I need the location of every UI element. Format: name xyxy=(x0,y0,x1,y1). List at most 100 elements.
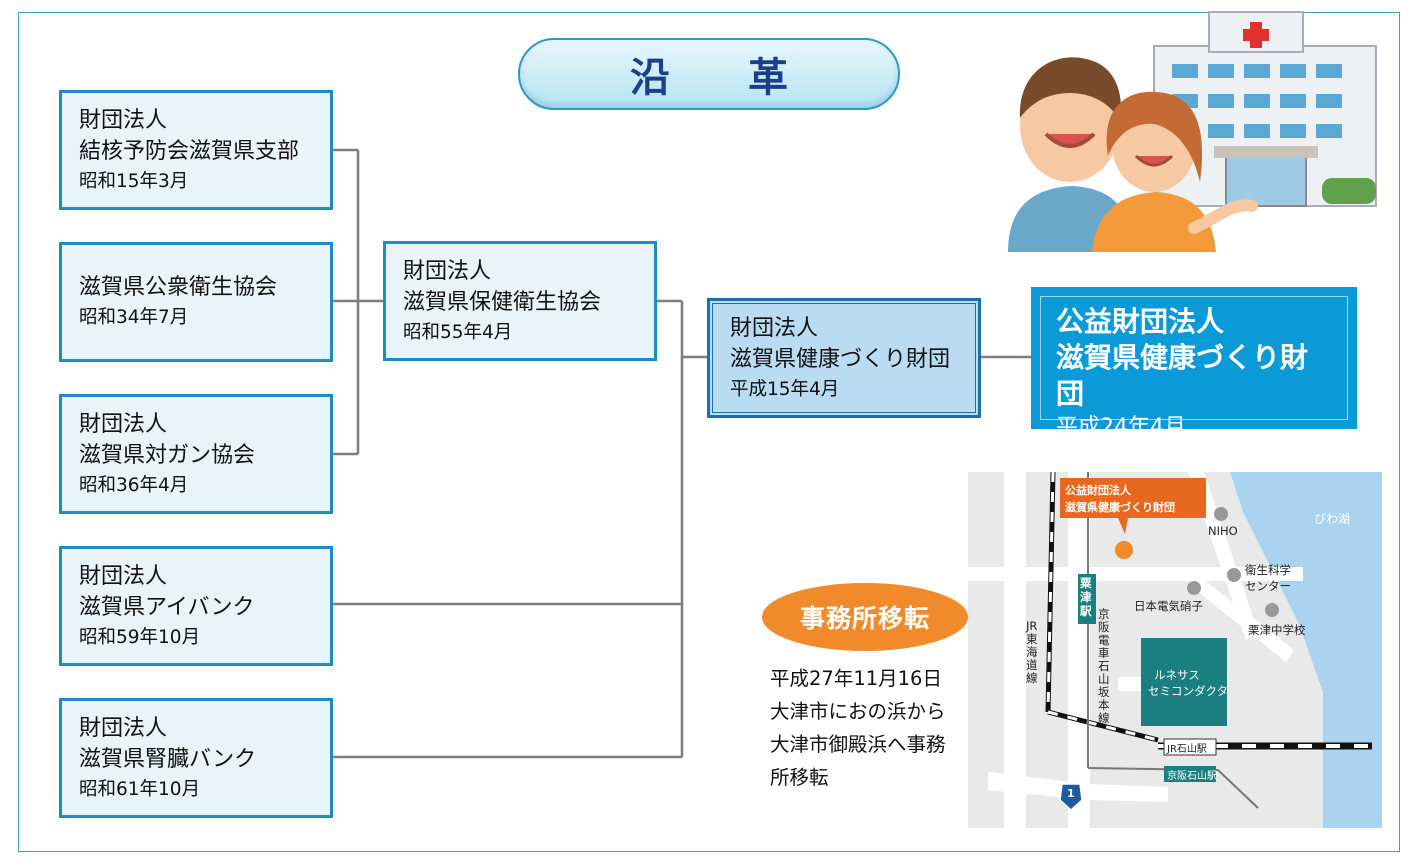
road xyxy=(1068,472,1090,828)
nippon-label: 日本電気硝子 xyxy=(1134,599,1203,613)
relocation-line: 平成27年11月16日 xyxy=(770,667,942,690)
org-type: 財団法人 xyxy=(79,412,168,437)
hospital-illustration xyxy=(1008,11,1377,252)
window xyxy=(1316,94,1342,108)
road xyxy=(1004,472,1026,828)
relocation-line: 所移転 xyxy=(770,766,829,789)
niho-label: NIHO xyxy=(1208,524,1238,538)
woman-hair xyxy=(1106,91,1203,182)
inner-border xyxy=(1040,296,1348,420)
org-box-anti-cancer: 財団法人 滋賀県対ガン協会 昭和36年4月 xyxy=(59,394,333,514)
org-box-public-foundation-2012: 公益財団法人 滋賀県健康づくり財団 平成24年4月 xyxy=(1031,287,1357,440)
org-box-public-health: 滋賀県公衆衛生協会 昭和34年7月 xyxy=(59,242,333,362)
office-marker xyxy=(1115,541,1133,559)
org-name: 滋賀県保健衛生協会 xyxy=(403,290,602,315)
org-type: 財団法人 xyxy=(403,259,492,284)
org-name: 結核予防会滋賀県支部 xyxy=(79,139,300,164)
org-box-eye-bank: 財団法人 滋賀県アイバンク 昭和59年10月 xyxy=(59,546,333,666)
org-name: 滋賀県健康づくり財団 xyxy=(730,347,951,372)
org-date: 平成24年4月 xyxy=(1056,415,1186,440)
office-label-line1: 公益財団法人 xyxy=(1065,484,1131,497)
org-date: 昭和34年7月 xyxy=(79,307,189,328)
jr-line-dash xyxy=(1046,471,1055,713)
relocation-badge: 事務所移転 xyxy=(762,583,968,651)
history-title-text: 沿革 xyxy=(630,55,866,101)
org-box-health-hygiene: 財団法人 滋賀県保健衛生協会 昭和55年4月 xyxy=(383,241,657,361)
window xyxy=(1208,64,1234,78)
poi-dot xyxy=(1187,581,1201,595)
woman-shirt xyxy=(1092,192,1216,252)
jr-ishiyama-sign xyxy=(1163,738,1217,756)
relocation-heading: 事務所移転 xyxy=(799,604,930,633)
poi-dot xyxy=(1214,507,1228,521)
woman-smile xyxy=(1134,154,1174,167)
man-hair xyxy=(1019,57,1122,122)
keihan-ishiyama-label: 京阪石山駅 xyxy=(1167,771,1217,782)
window xyxy=(1280,64,1306,78)
window xyxy=(1244,124,1270,138)
relocation-description: 平成27年11月16日 大津市におの浜から 大津市御殿浜へ事務 所移転 xyxy=(770,662,990,794)
org-box-kidney-bank: 財団法人 滋賀県腎臓バンク 昭和61年10月 xyxy=(59,698,333,818)
window xyxy=(1280,94,1306,108)
jr-line xyxy=(1047,709,1159,743)
poi-dot xyxy=(1227,568,1241,582)
poi-dot xyxy=(1265,603,1279,617)
lake-label: びわ湖 xyxy=(1314,512,1351,526)
org-name: 滋賀県対ガン協会 xyxy=(79,443,256,468)
renesas-building xyxy=(1141,638,1227,726)
org-name: 滋賀県公衆衛生協会 xyxy=(79,275,278,300)
awazu-station-label: 粟津駅 xyxy=(1080,576,1092,618)
route-number: 1 xyxy=(1067,787,1075,800)
office-label-bg xyxy=(1060,478,1206,518)
office-label-pointer xyxy=(1118,518,1128,534)
org-type: 財団法人 xyxy=(730,316,819,341)
org-type: 公益財団法人 xyxy=(1056,305,1225,338)
org-box-health-foundation-2003: 財団法人 滋賀県健康づくり財団 平成15年4月 xyxy=(707,298,981,418)
keihan-ishiyama-sign xyxy=(1164,766,1216,782)
org-box-tb-association: 財団法人 結核予防会滋賀県支部 昭和15年3月 xyxy=(59,90,333,210)
office-label-line2: 滋賀県健康づくり財団 xyxy=(1065,501,1175,514)
map-graphic xyxy=(968,471,1382,828)
renesas-label2: セミコンダクタ xyxy=(1148,684,1229,698)
window xyxy=(1172,64,1198,78)
man-smile xyxy=(1044,132,1096,148)
window xyxy=(1244,94,1270,108)
history-title: 沿革 xyxy=(518,38,900,110)
org-name: 滋賀県腎臓バンク xyxy=(79,747,257,772)
window xyxy=(1280,124,1306,138)
org-date: 昭和36年4月 xyxy=(79,475,189,496)
org-date: 昭和59年10月 xyxy=(79,627,201,648)
road xyxy=(1188,572,1294,662)
window xyxy=(1316,124,1342,138)
window xyxy=(1208,124,1234,138)
eisei-label: 衛生科学 xyxy=(1245,563,1291,577)
org-type: 財団法人 xyxy=(79,564,168,589)
org-date: 昭和55年4月 xyxy=(403,322,513,343)
entrance xyxy=(1225,155,1307,207)
org-date: 昭和61年10月 xyxy=(79,779,201,800)
window xyxy=(1208,94,1234,108)
relocation-line: 大津市におの浜から xyxy=(770,700,946,723)
route-marker xyxy=(1059,783,1083,812)
awazu-station-sign xyxy=(1078,574,1096,624)
relocation-line: 大津市御殿浜へ事務 xyxy=(770,733,946,756)
org-date: 平成15年4月 xyxy=(730,379,840,400)
renesas-label1: ルネサス xyxy=(1154,668,1200,682)
window xyxy=(1316,64,1342,78)
org-name: 滋賀県アイバンク xyxy=(79,595,255,620)
awazu-jhs-label: 栗津中学校 xyxy=(1248,623,1306,637)
org-type: 財団法人 xyxy=(79,108,168,133)
jr-line-label: JR東海道線 xyxy=(1026,619,1038,685)
org-date: 昭和15年3月 xyxy=(79,171,189,192)
cross-icon xyxy=(1243,29,1269,41)
canopy xyxy=(1214,146,1318,158)
org-type: 財団法人 xyxy=(79,716,168,741)
lake-biwa xyxy=(1230,472,1382,828)
shrubs xyxy=(1322,178,1376,204)
woman-hand xyxy=(1188,199,1258,234)
center-label: センター xyxy=(1245,579,1291,593)
keihan-line xyxy=(1217,769,1259,809)
jr-ishiyama-label: JR石山駅 xyxy=(1167,744,1207,755)
window xyxy=(1244,64,1270,78)
